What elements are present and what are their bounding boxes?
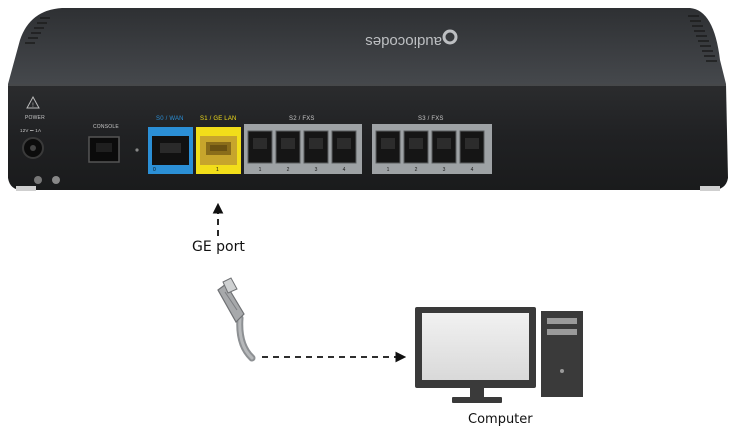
ge-lan-label: S1 / GE LAN: [200, 116, 237, 122]
fxs-s3-port-slot: [437, 138, 451, 149]
fxs-s2-port-number: 4: [343, 167, 346, 173]
device-foot-left: [16, 186, 36, 191]
console-label: CONSOLE: [93, 124, 119, 130]
fxs-s3-port-number: 2: [415, 167, 418, 173]
power-section: !: [22, 95, 44, 159]
side-vent-right: [688, 15, 717, 62]
fxs-s2-port-number: 1: [259, 167, 262, 173]
fxs-s3-label: S3 / FXS: [418, 116, 444, 122]
computer-icon: [415, 307, 583, 403]
wan-label: S0 / WAN: [156, 116, 184, 122]
device-foot-right: [700, 186, 720, 191]
computer-label: Computer: [468, 412, 533, 427]
fxs-s3-port-slot: [409, 138, 423, 149]
fxs-s3-port-slot: [381, 138, 395, 149]
brand-logo-text: audiocodes: [365, 33, 442, 50]
ge-lan-port-number: 1: [216, 167, 219, 173]
fxs-s3-port-number: 1: [387, 167, 390, 173]
fxs-s2-port-1: [247, 130, 273, 164]
fxs-s3-port-number: 3: [443, 167, 446, 173]
wan-port-number: 0: [153, 167, 156, 173]
warning-icon: [26, 95, 40, 109]
ge-port-label: GE port: [192, 239, 245, 255]
brand-logo-mark: [442, 29, 458, 45]
fxs-s2-label: S2 / FXS: [289, 116, 315, 122]
fxs-s2-port-slot: [253, 138, 267, 149]
fxs-s2-port-number: 2: [287, 167, 290, 173]
reset-pinhole: [135, 148, 139, 152]
audiocodes-gateway: audiocodes !: [8, 8, 728, 191]
fxs-s2-port-slot: [281, 138, 295, 149]
side-vent-left: [25, 17, 50, 44]
power-label: POWER: [25, 115, 45, 121]
fxs-ports: 1 2 3 4 1 2 3 4: [247, 130, 485, 173]
fxs-s3-port-number: 4: [471, 167, 474, 173]
tower-icon: [541, 311, 583, 397]
device-top-surface: [8, 8, 726, 84]
screw-left: [34, 176, 42, 184]
ethernet-cable-icon: [217, 277, 256, 362]
fxs-s3-port-slot: [465, 138, 479, 149]
fxs-s2-port-slot: [337, 138, 351, 149]
fxs-s2-port-slot: [309, 138, 323, 149]
fxs-s2-port-number: 3: [315, 167, 318, 173]
screw-right: [52, 176, 60, 184]
power-rating-label: 12V ⎓ 1A: [20, 128, 42, 133]
svg-text:!: !: [32, 102, 34, 109]
